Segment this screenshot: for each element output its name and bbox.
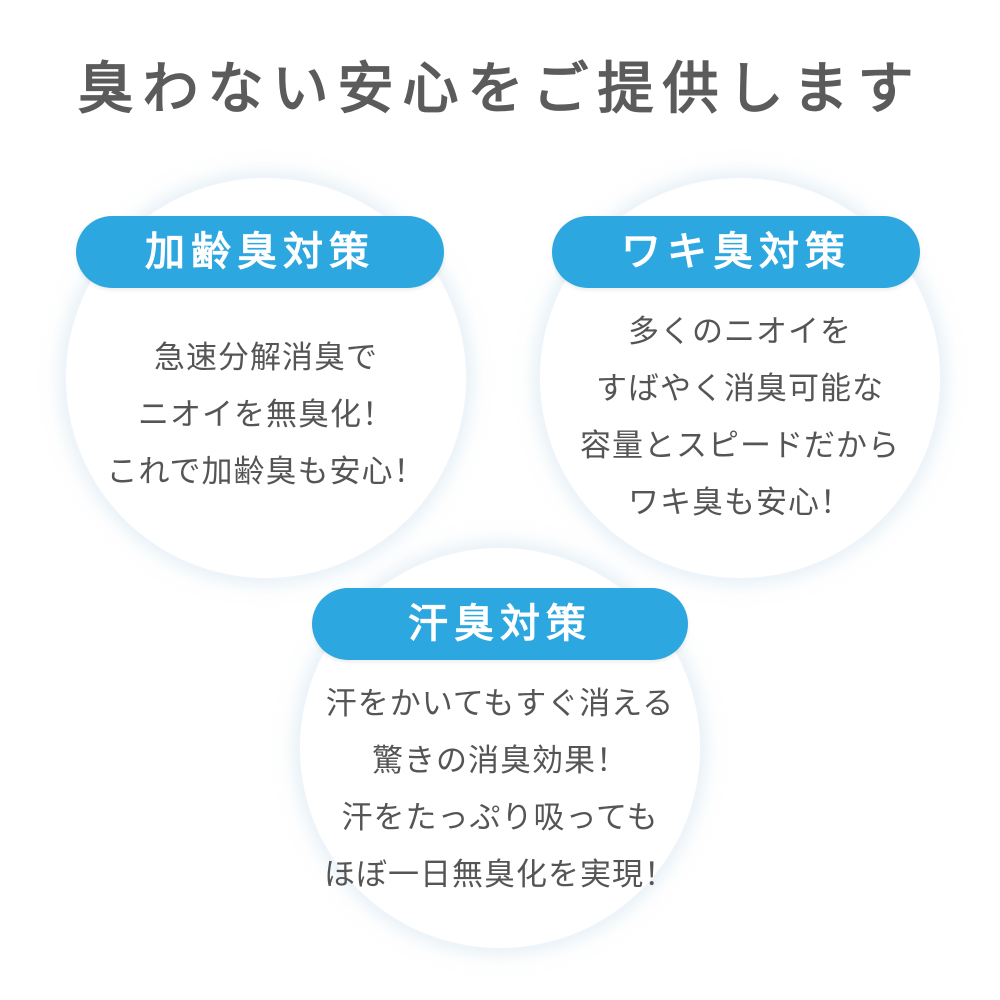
card-description-line: ほぼ一日無臭化を実現！ (324, 857, 676, 893)
card-description-line: 汗をかいてもすぐ消える (325, 686, 675, 722)
card-title-badge-age-odor: 加齢臭対策 (76, 216, 444, 288)
card-description-line: すばやく消臭可能な (596, 371, 884, 407)
card-description-sweat-odor: 汗をかいてもすぐ消える 驚きの消臭効果！ 汗をたっぷり吸っても ほぼ一日無臭化を… (300, 676, 700, 904)
card-description-line: これで加齢臭も安心！ (106, 454, 426, 490)
card-description-line: ニオイを無臭化！ (138, 397, 394, 433)
card-description-line: ワキ臭も安心！ (628, 485, 852, 521)
card-title-badge-sweat-odor: 汗臭対策 (312, 588, 688, 660)
page-title: 臭わない安心をご提供します (77, 57, 923, 122)
card-description-line: 多くのニオイを (628, 314, 852, 350)
card-title-badge-underarm-odor: ワキ臭対策 (552, 216, 920, 288)
card-description-line: 汗をたっぷり吸っても (341, 800, 659, 836)
card-description-age-odor: 急速分解消臭で ニオイを無臭化！ これで加齢臭も安心！ (66, 330, 466, 501)
card-description-line: 驚きの消臭効果！ (372, 743, 628, 779)
card-description-line: 容量とスピードだから (580, 428, 900, 464)
card-description-underarm-odor: 多くのニオイを すばやく消臭可能な 容量とスピードだから ワキ臭も安心！ (540, 304, 940, 532)
card-description-line: 急速分解消臭で (154, 340, 378, 376)
